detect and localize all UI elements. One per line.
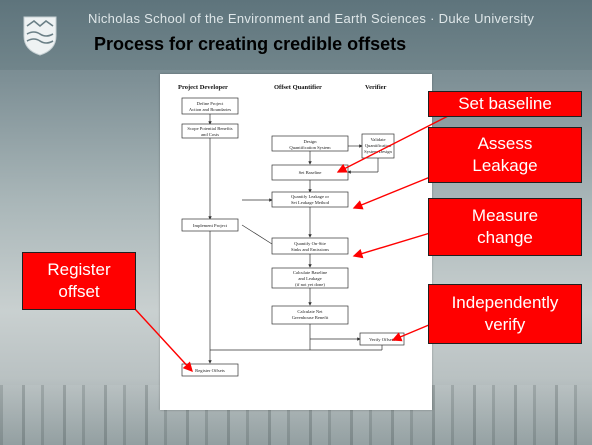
callout-measure-change-line1: Measure	[471, 206, 539, 225]
callout-independently-verify: Independently verify	[428, 284, 582, 344]
node-leakage-line1: Quantify Leakage or	[291, 194, 329, 199]
node-validate-line3: System Design	[364, 149, 392, 154]
flowchart: Project Developer Offset Quantifier Veri…	[178, 84, 405, 377]
node-leakage-line2: Set Leakage Method	[291, 200, 330, 205]
node-baseline: Set Baseline	[299, 170, 322, 175]
flowchart-document: Project Developer Offset Quantifier Veri…	[160, 74, 432, 410]
node-calc-baseline-line1: Calculate Baseline	[293, 270, 327, 275]
school-name: Nicholas School of the Environment and E…	[88, 11, 535, 26]
node-calc-baseline-line3: (if not yet done)	[295, 282, 325, 287]
slide-title: Process for creating credible offsets	[94, 34, 407, 54]
column-verifier: Verifier	[365, 84, 387, 91]
column-offset-quantifier: Offset Quantifier	[274, 84, 322, 91]
node-scope-line1: Scope Potential Benefits	[187, 126, 232, 131]
callout-set-baseline-text: Set baseline	[458, 94, 552, 113]
node-define-line2: Action and Boundaries	[189, 107, 232, 112]
node-define-line1: Define Project	[197, 101, 224, 106]
node-verify: Verify Offsets	[369, 337, 395, 342]
header-band	[0, 0, 592, 70]
node-design-line1: Design	[303, 139, 317, 144]
node-design-line2: Quantification System	[289, 145, 331, 150]
column-project-developer: Project Developer	[178, 84, 228, 91]
node-quantify-line2: Sinks and Emissions	[291, 247, 329, 252]
node-scope-line2: and Costs	[201, 132, 219, 137]
callout-independently-verify-line2: verify	[484, 315, 526, 334]
callout-independently-verify-line1: Independently	[451, 293, 559, 312]
node-calc-net-line2: Greenhouse Benefit	[292, 315, 329, 320]
node-quantify-line1: Quantify On-Site	[294, 241, 326, 246]
callout-measure-change-line2: change	[477, 228, 533, 247]
callout-assess-leakage-line2: Leakage	[472, 156, 538, 175]
callout-assess-leakage: Assess Leakage	[428, 127, 582, 183]
callout-assess-leakage-line1: Assess	[477, 134, 533, 153]
callout-set-baseline: Set baseline	[428, 91, 582, 117]
node-register: Register Offsets	[195, 368, 225, 373]
node-implement: Implement Project	[193, 223, 228, 228]
callout-register-offset-line1: Register	[47, 260, 111, 279]
node-calc-baseline-line2: and Leakage	[298, 276, 321, 281]
node-validate-line1: Validate	[370, 137, 385, 142]
callout-register-offset: Register offset	[22, 252, 136, 310]
callout-measure-change: Measure change	[428, 198, 582, 256]
node-validate-line2: Quantification	[365, 143, 392, 148]
callout-register-offset-line2: offset	[58, 282, 100, 301]
node-calc-net-line1: Calculate Net	[297, 309, 323, 314]
duke-shield-logo-icon	[23, 16, 57, 56]
